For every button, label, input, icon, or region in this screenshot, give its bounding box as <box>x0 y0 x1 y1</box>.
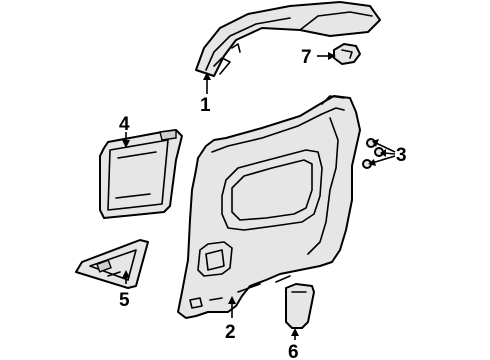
callout-5: 5 <box>119 290 130 311</box>
callout-3: 3 <box>396 145 407 166</box>
callout-6: 6 <box>288 342 299 360</box>
arrowhead-2 <box>228 296 236 304</box>
arrowhead-3b <box>380 149 386 157</box>
leader-lines <box>122 52 396 340</box>
side-panel-trim-part-4 <box>99 129 183 219</box>
arrowhead-1 <box>203 72 211 80</box>
callout-labels: 1 2 3 4 5 6 7 <box>119 47 407 360</box>
quarter-trim-panel-part-2 <box>177 95 361 319</box>
callout-2: 2 <box>225 322 236 343</box>
arrowhead-7 <box>328 52 336 60</box>
pillar-trim-part-1 <box>195 1 381 77</box>
leader-3c <box>371 155 396 164</box>
callout-7: 7 <box>301 47 312 68</box>
callout-1: 1 <box>200 95 211 116</box>
coat-hook-part-7 <box>333 43 361 65</box>
arrowhead-5 <box>122 270 130 278</box>
corner-trim-part-5 <box>75 239 149 289</box>
arrowhead-6 <box>291 328 299 336</box>
arrowhead-3c <box>368 159 376 166</box>
trim-cover-part-6 <box>285 283 315 329</box>
arrowhead-4 <box>122 140 130 148</box>
callout-4: 4 <box>119 114 130 135</box>
arrowhead-3a <box>372 139 379 147</box>
leader-3a <box>375 142 396 153</box>
